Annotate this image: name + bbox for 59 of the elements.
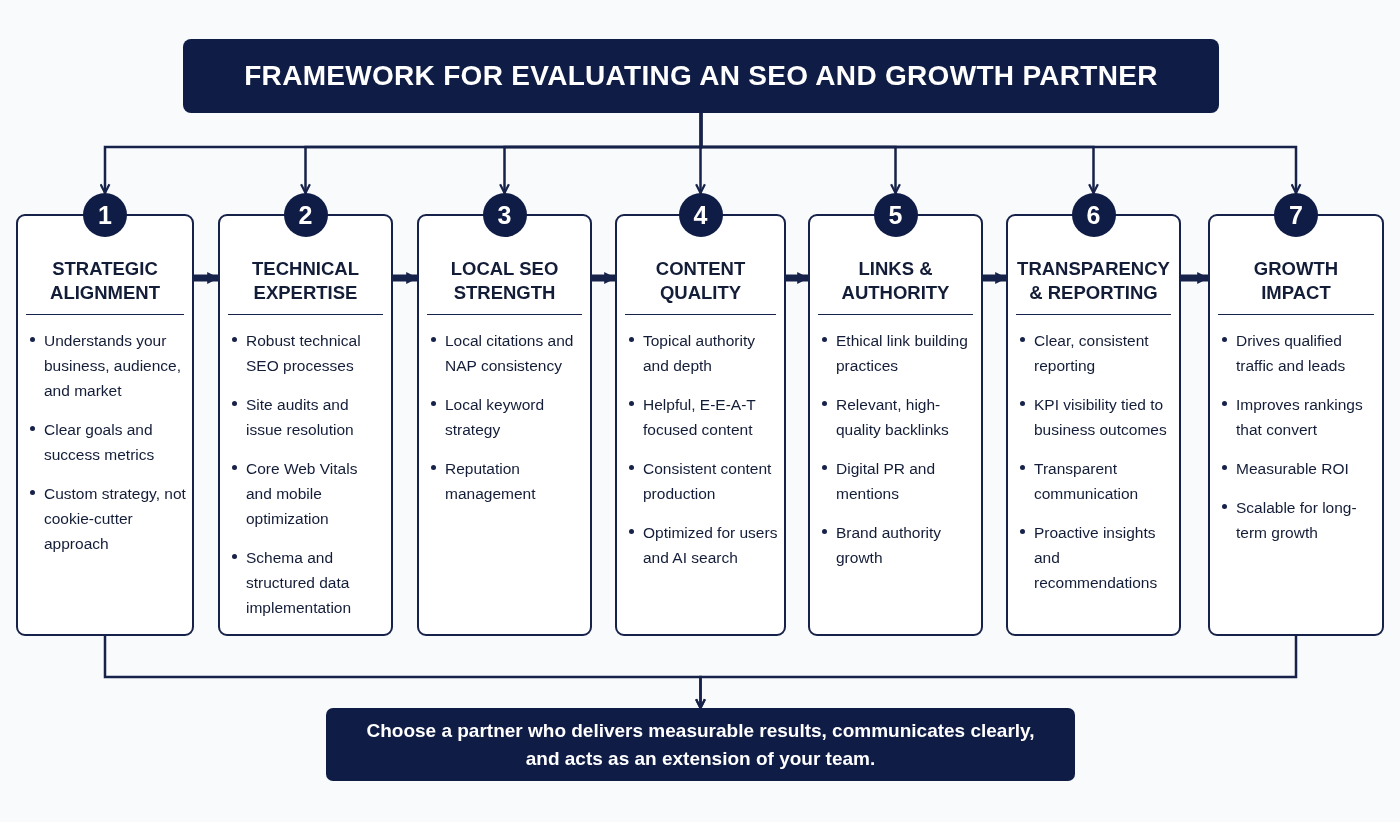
bullet-text: Topical authority and depth [643, 331, 756, 376]
card-heading: LOCAL SEO STRENGTH [449, 257, 560, 305]
bullet-text: Optimized for users and AI search [643, 523, 779, 568]
step-number: 6 [1086, 200, 1101, 230]
bullet-text: Measurable ROI [1236, 459, 1350, 479]
bullet-text: Local keyword strategy [445, 395, 546, 440]
step-number: 1 [98, 200, 112, 230]
step-number: 2 [298, 200, 313, 230]
connector-arrow [699, 113, 1302, 195]
bullet-text: Custom strategy, not cookie-cutter approach [44, 484, 187, 554]
bullet-text: Clear, consistent reporting [1034, 331, 1150, 376]
bullet-text: Brand authority growth [836, 523, 943, 568]
step-number: 3 [497, 200, 512, 230]
bullet-text: Clear goals and success metrics [44, 420, 156, 465]
bullet-text: Digital PR and mentions [836, 459, 937, 504]
bullet-text: Local citations and NAP consistency [445, 331, 575, 376]
card-heading: GROWTH IMPACT [1252, 257, 1340, 305]
bullet-text: Helpful, E-E-A-T focused content [643, 395, 757, 440]
bullet-text: Consistent content production [643, 459, 773, 504]
card-heading: TECHNICAL EXPERTISE [251, 257, 360, 305]
step-number-circle [1071, 193, 1116, 237]
title-text: FRAMEWORK FOR EVALUATING AN SEO AND GROWTH PARTNER [244, 60, 1158, 92]
bullet-text: Core Web Vitals and mobile optimization [246, 459, 359, 529]
step-number-circle [283, 193, 328, 237]
bullet-text: Relevant, high-quality backlinks [836, 395, 950, 440]
bullet-text: Site audits and issue resolution [246, 395, 355, 440]
step-number-circle [678, 193, 723, 237]
step-number: 4 [693, 200, 708, 230]
block-arrow [194, 272, 220, 284]
bullet-text: Robust technical SEO processes [246, 331, 362, 376]
step-number: 7 [1289, 200, 1303, 230]
bullet-text: Reputation management [445, 459, 537, 504]
conclusion-text: Choose a partner who delivers measurable results, communicates clearly, and acts as an extension of your team. [365, 718, 1036, 771]
step-number-circle [1274, 193, 1318, 237]
block-arrow [786, 272, 810, 284]
step-number: 5 [888, 200, 903, 230]
block-arrow [592, 272, 617, 284]
bullet-text: Improves rankings that convert [1236, 395, 1364, 440]
connector-arrow [695, 636, 1298, 710]
bullet-text: Scalable for long-term growth [1236, 498, 1358, 543]
title-banner [183, 39, 1219, 113]
block-arrow [983, 272, 1008, 284]
bullet-text: KPI visibility tied to business outcomes [1034, 395, 1168, 440]
block-arrow [393, 272, 419, 284]
step-number-circle [83, 193, 127, 237]
bullet-text: Understands your business, audience, and market [44, 331, 182, 401]
step-number-circle [482, 193, 527, 237]
card-heading: STRATEGIC ALIGNMENT [49, 257, 161, 305]
conclusion-banner [326, 708, 1075, 781]
bullet-text: Schema and structured data implementation [246, 548, 353, 618]
card-heading: CONTENT QUALITY [654, 257, 747, 305]
bullet-text: Transparent communication [1034, 459, 1140, 504]
step-number-circle [873, 193, 918, 237]
card-heading: TRANSPARENCY & REPORTING [1016, 257, 1171, 305]
bullet-text: Ethical link building practices [836, 331, 969, 376]
block-arrow [1181, 272, 1210, 284]
bullet-text: Proactive insights and recommendations [1034, 523, 1159, 593]
card-heading: LINKS & AUTHORITY [840, 257, 951, 305]
bullet-text: Drives qualified traffic and leads [1236, 331, 1347, 376]
